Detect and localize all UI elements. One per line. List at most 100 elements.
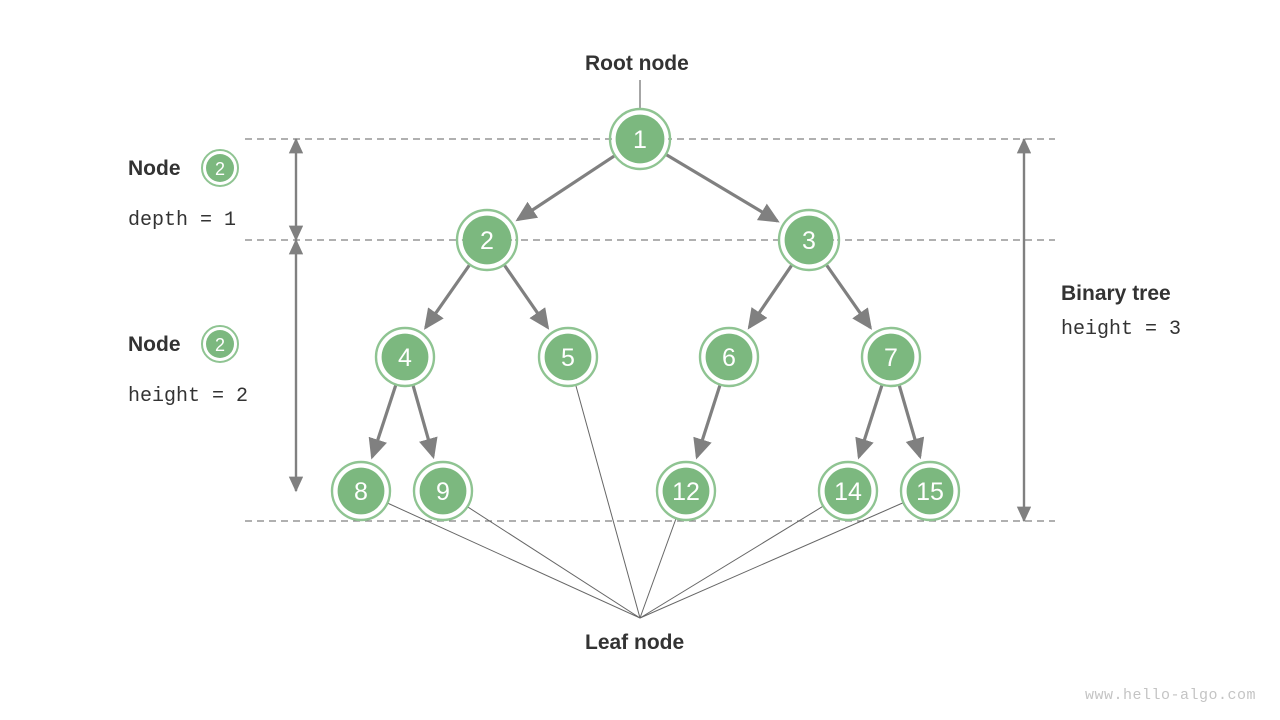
node-outer-ring [899,460,961,522]
leaf-pointer-line [387,502,641,619]
tree-edge [368,385,398,460]
node-value: 6 [722,344,736,372]
node-disc [419,467,467,515]
badge-value: 2 [215,159,225,179]
tree-node-15[interactable]: 15 [899,460,961,522]
node-inner-ring [415,463,471,519]
badge-disc [206,154,234,182]
node-value: 4 [398,344,412,372]
tree-node-1[interactable]: 1 [608,107,672,171]
node-disc [615,114,665,164]
tree-edge [693,385,722,460]
depth-annotation-detail: depth = 1 [128,209,237,232]
tree-edge [665,153,780,223]
leaf-pointer-line [467,506,641,619]
node-outer-ring [455,208,519,272]
node-inner-ring [377,329,433,385]
tree-edge [825,264,872,330]
node-outer-ring [860,326,922,388]
node-inner-ring [902,463,958,519]
node-inner-ring [863,329,919,385]
tree-annotation-detail: height = 3 [1061,318,1182,341]
node-disc [824,467,872,515]
node-value: 15 [916,478,944,506]
tree-edge [515,154,616,222]
node-outer-ring [698,326,760,388]
leaf-pointer-line [639,505,824,619]
node-value: 1 [633,126,647,154]
root-node-label: Root node [585,52,689,75]
node-value: 5 [561,344,575,372]
tree-edge [855,385,884,460]
tree-node-14[interactable]: 14 [817,460,879,522]
tree-edges [368,153,925,460]
tree-node-12[interactable]: 12 [655,460,717,522]
node-disc [867,333,915,381]
node-value: 3 [802,227,816,255]
node-outer-ring [608,107,672,171]
leaf-pointer-line [639,502,904,619]
badge-inner-ring [203,327,237,361]
site-watermark: www.hello-algo.com [1084,687,1256,704]
node-value: 7 [884,344,898,372]
node-inner-ring [540,329,596,385]
tree-node-8[interactable]: 8 [330,460,392,522]
node-disc [462,215,512,265]
badge-disc [206,330,234,358]
node-value: 9 [436,478,450,506]
node-disc [784,215,834,265]
node-inner-ring [658,463,714,519]
tree-node-9[interactable]: 9 [412,460,474,522]
height-annotation-detail: height = 2 [128,385,249,408]
node-outer-ring [817,460,879,522]
tree-edge [897,385,925,460]
tree-node-6[interactable]: 6 [698,326,760,388]
tree-node-4[interactable]: 4 [374,326,436,388]
node-inner-ring [701,329,757,385]
height-annotation-title: Node [128,333,181,356]
node-inner-ring [780,211,838,269]
tree-node-2[interactable]: 2 [455,208,519,272]
tree-node-5[interactable]: 5 [537,326,599,388]
measurement-arrows [288,137,1032,523]
height-annotation-badge: 2 [201,325,239,363]
node-outer-ring [655,460,717,522]
node-disc [705,333,753,381]
tree-edge [747,264,793,330]
tree-node-7[interactable]: 7 [860,326,922,388]
leaf-pointer-line [639,518,677,619]
depth-annotation-badge: 2 [201,149,239,187]
node-disc [381,333,429,381]
node-outer-ring [374,326,436,388]
node-outer-ring [330,460,392,522]
node-disc [662,467,710,515]
node-value: 2 [480,227,494,255]
node-value: 12 [672,478,700,506]
leaf-node-pointer-lines [387,384,904,619]
node-inner-ring [333,463,389,519]
badge-value: 2 [215,335,225,355]
node-outer-ring [777,208,841,272]
level-guide-lines [245,138,1055,522]
tree-edge [503,264,550,330]
tree-node-3[interactable]: 3 [777,208,841,272]
node-outer-ring [537,326,599,388]
tree-annotation-title: Binary tree [1061,282,1171,305]
badge-inner-ring [203,151,237,185]
tree-edge [424,264,471,330]
badge-outer-ring [201,325,239,363]
badge-outer-ring [201,149,239,187]
node-inner-ring [458,211,516,269]
leaf-pointer-line [575,384,641,619]
node-value: 8 [354,478,368,506]
tree-edge [411,385,438,460]
node-value: 14 [834,478,862,506]
node-inner-ring [611,110,669,168]
node-outer-ring [412,460,474,522]
node-disc [544,333,592,381]
node-disc [906,467,954,515]
leaf-node-label: Leaf node [585,631,685,654]
